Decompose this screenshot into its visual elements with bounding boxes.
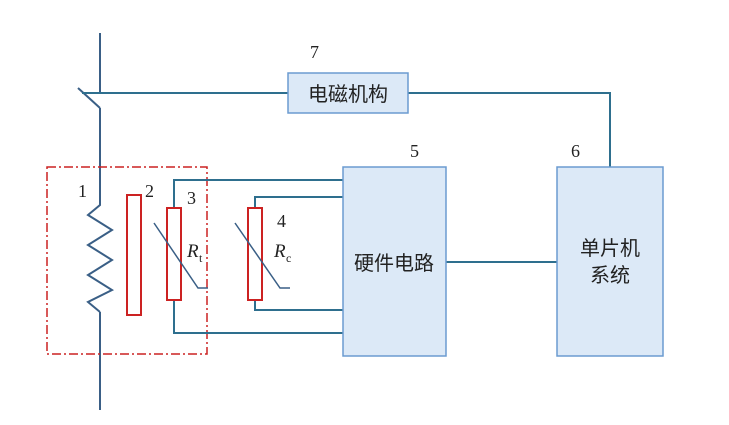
number-2: 2	[145, 181, 154, 201]
switch-contact	[77, 87, 101, 109]
bimetal-strip	[126, 194, 142, 316]
heater-element	[86, 195, 115, 313]
control-wires	[82, 92, 611, 334]
hardware-block: 硬件电路	[342, 166, 447, 357]
rt-subscript: t	[199, 251, 203, 265]
rc-symbol: R	[273, 241, 286, 262]
number-5: 5	[410, 141, 419, 161]
mcu-label-line1: 单片机	[580, 236, 640, 260]
number-7: 7	[310, 42, 319, 62]
hardware-label: 硬件电路	[354, 251, 434, 275]
electromagnetic-label: 电磁机构	[308, 82, 388, 106]
rc-subscript: c	[286, 251, 291, 265]
number-6: 6	[571, 141, 580, 161]
mcu-block: 单片机 系统	[556, 166, 664, 357]
number-3: 3	[187, 188, 196, 208]
rt-resistor	[153, 207, 208, 301]
electromagnetic-block: 电磁机构	[287, 72, 409, 114]
main-power-line	[77, 33, 101, 410]
number-4: 4	[277, 211, 286, 231]
mcu-label-line2: 系统	[590, 263, 630, 287]
number-1: 1	[78, 181, 87, 201]
sensor-frame	[46, 166, 208, 355]
rc-resistor	[234, 207, 290, 301]
rt-symbol: R	[186, 241, 199, 262]
